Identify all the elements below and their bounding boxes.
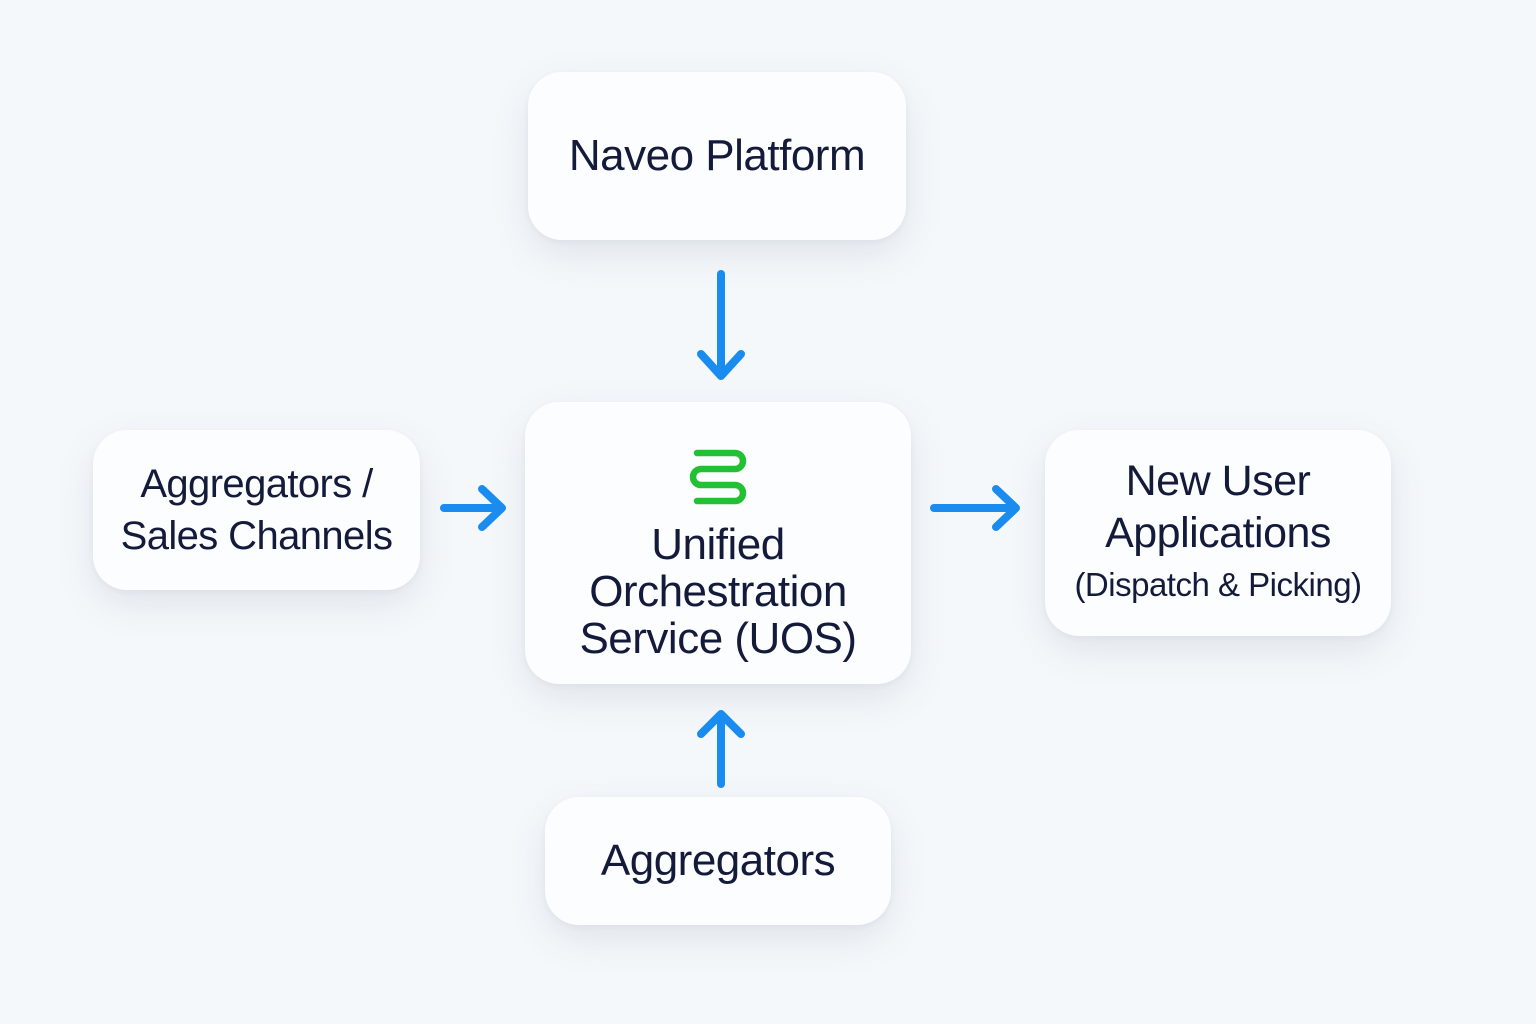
node-label-line-1: Unified [651,519,785,569]
arrow-up-icon [697,710,745,788]
arrow-down-icon [697,270,745,380]
node-label: Naveo Platform [568,131,866,180]
node-unified-orchestration-service: Unified Orchestration Service (UOS) [525,402,911,684]
arrow-right-icon [930,485,1020,531]
node-aggregators-sales-channels: Aggregators / Sales Channels [93,430,420,590]
arrow-right-icon [440,485,506,531]
node-new-user-applications: New User Applications (Dispatch & Pickin… [1045,430,1391,636]
node-label-line-1: Aggregators / [140,462,373,506]
node-label-line-2: Applications [1105,509,1331,557]
node-label-line-3: (Dispatch & Picking) [1074,566,1362,603]
node-label-line-2: Orchestration [589,566,847,616]
node-label-line-3: Service (UOS) [579,613,857,663]
node-label-line-2: Sales Channels [120,514,393,558]
node-aggregators: Aggregators [545,797,891,925]
node-label: Aggregators [600,836,836,885]
node-label-line-1: New User [1125,457,1311,505]
uos-logo-icon [689,449,747,504]
node-naveo-platform: Naveo Platform [528,72,906,240]
